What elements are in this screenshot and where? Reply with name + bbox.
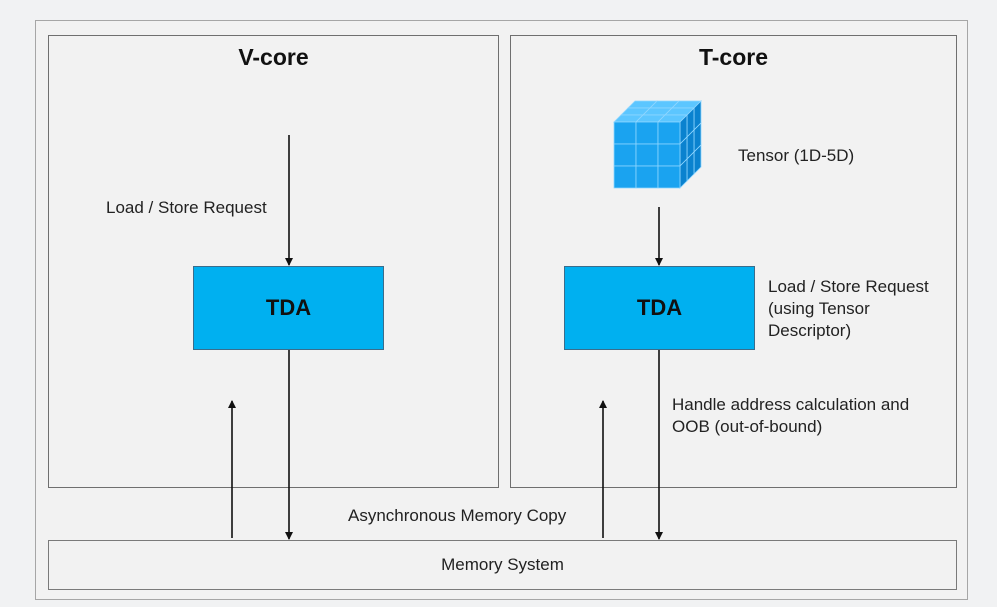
vcore-request-label: Load / Store Request (106, 198, 267, 217)
cube-front-face (613, 121, 637, 145)
cube-front-face (613, 143, 637, 167)
tcore-request-line: Descriptor) (768, 321, 852, 340)
handle-address-label: Handle address calculation and OOB (out-… (672, 394, 909, 438)
cube-front-face (635, 165, 659, 189)
memory-system-label: Memory System (441, 555, 564, 574)
cube-front-face (657, 121, 681, 145)
tcore-tda-label: TDA (636, 295, 683, 320)
tcore-panel: T-core (510, 35, 957, 488)
cube-front-face (635, 121, 659, 145)
tensor-label: Tensor (1D-5D) (738, 146, 855, 165)
cube-front-face (657, 165, 681, 189)
handle-address-line: OOB (out-of-bound) (672, 417, 823, 436)
vcore-title: V-core (238, 44, 309, 70)
tcore-request-label: Load / Store Request (using Tensor Descr… (768, 276, 929, 342)
cube-front-face (613, 165, 637, 189)
tcore-request-line: (using Tensor (768, 299, 870, 318)
tcore-request-line: Load / Store Request (768, 277, 929, 296)
tcore-tda-block: TDA (564, 266, 755, 350)
vcore-tda-label: TDA (265, 295, 312, 320)
handle-address-line: Handle address calculation and (672, 395, 910, 414)
vcore-panel: V-core (48, 35, 499, 488)
tensor-cube-icon (613, 100, 702, 189)
memory-system-block: Memory System (48, 540, 957, 590)
cube-front-face (635, 143, 659, 167)
vcore-tda-block: TDA (193, 266, 384, 350)
async-copy-label: Asynchronous Memory Copy (348, 506, 567, 525)
tcore-title: T-core (698, 44, 769, 70)
cube-front-face (657, 143, 681, 167)
